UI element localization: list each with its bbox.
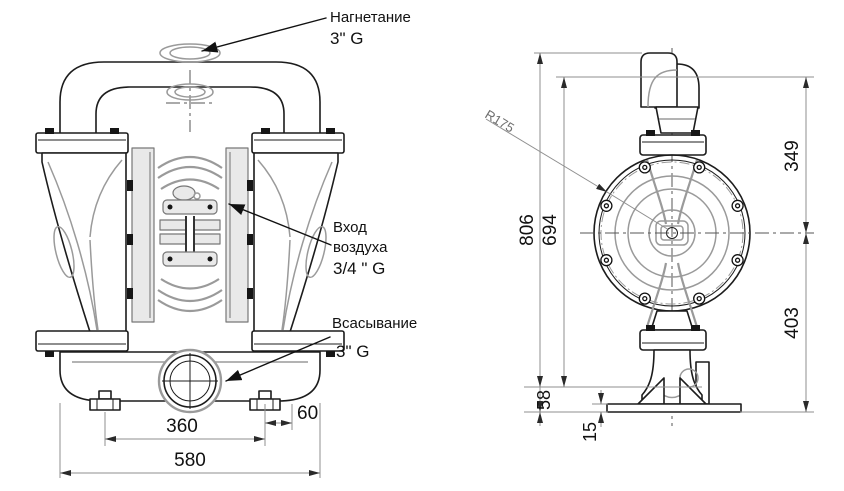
discharge-size: 3" G xyxy=(330,29,363,48)
air-motor-section xyxy=(127,147,253,323)
leader-arrow-suction xyxy=(225,336,331,382)
front-view-dimensions: 360 60 580 xyxy=(59,403,321,478)
discharge-port-inner xyxy=(169,46,211,60)
bottom-manifold xyxy=(59,348,321,414)
valve-neck xyxy=(655,106,699,134)
clamp-flange-top-left xyxy=(35,128,129,154)
discharge-name: Нагнетание xyxy=(330,9,411,26)
side-view: 806 694 58 15 349 403 R175 xyxy=(482,48,814,442)
discharge-port xyxy=(159,43,221,63)
dim-580: 580 xyxy=(174,450,206,471)
label-discharge: Нагнетание 3" G xyxy=(201,9,411,53)
dim-694: 694 xyxy=(540,214,561,246)
discharge-elbow xyxy=(640,52,678,108)
chamber-bolt xyxy=(638,161,651,174)
side-view-dimensions: 806 694 58 15 349 403 xyxy=(517,52,814,442)
front-view: 360 60 580 xyxy=(35,43,345,478)
dim-403: 403 xyxy=(782,307,803,339)
dim-806: 806 xyxy=(517,214,538,246)
dim-349: 349 xyxy=(782,140,803,172)
suction-port xyxy=(157,348,223,414)
dim-58: 58 xyxy=(534,390,554,410)
dim-360: 360 xyxy=(166,416,198,437)
air-inlet-size: 3/4 " G xyxy=(333,259,385,278)
base-plate xyxy=(606,403,742,413)
chamber-bolt xyxy=(693,292,706,305)
foot-left xyxy=(89,390,121,411)
air-valve-port xyxy=(172,185,196,201)
clamp-band-top xyxy=(639,130,707,156)
chamber-bolt xyxy=(600,254,613,267)
chamber-bolt xyxy=(600,199,613,212)
dim-60: 60 xyxy=(297,403,318,424)
dim-15: 15 xyxy=(580,422,600,442)
top-manifold-arch xyxy=(59,43,321,133)
side-view-top xyxy=(639,52,707,156)
lower-neck xyxy=(650,310,694,331)
air-inlet-name-2: воздуха xyxy=(333,239,388,256)
chamber-bolt xyxy=(638,292,651,305)
suction-size: 3" G xyxy=(336,342,369,361)
chamber-bolt xyxy=(693,161,706,174)
air-inlet-name-1: Вход xyxy=(333,219,367,236)
side-view-bottom xyxy=(606,310,742,413)
label-air-inlet: Вход воздуха 3/4 " G xyxy=(228,203,388,278)
chamber-bolt xyxy=(731,254,744,267)
leader-arrow-air-inlet xyxy=(228,203,332,246)
suction-name: Всасывание xyxy=(332,315,417,332)
clamp-flange-top-right xyxy=(251,128,345,154)
label-suction: Всасывание 3" G xyxy=(225,315,417,382)
chamber-bolts xyxy=(600,161,744,305)
chamber-bolt xyxy=(731,199,744,212)
clamp-flange-bottom-left xyxy=(35,330,129,357)
annotations: Нагнетание 3" G Вход воздуха 3/4 " G Вса… xyxy=(201,9,417,382)
radius-label: R175 xyxy=(482,107,516,136)
leader-arrow-discharge xyxy=(201,17,327,53)
pump-column-left xyxy=(41,152,127,333)
